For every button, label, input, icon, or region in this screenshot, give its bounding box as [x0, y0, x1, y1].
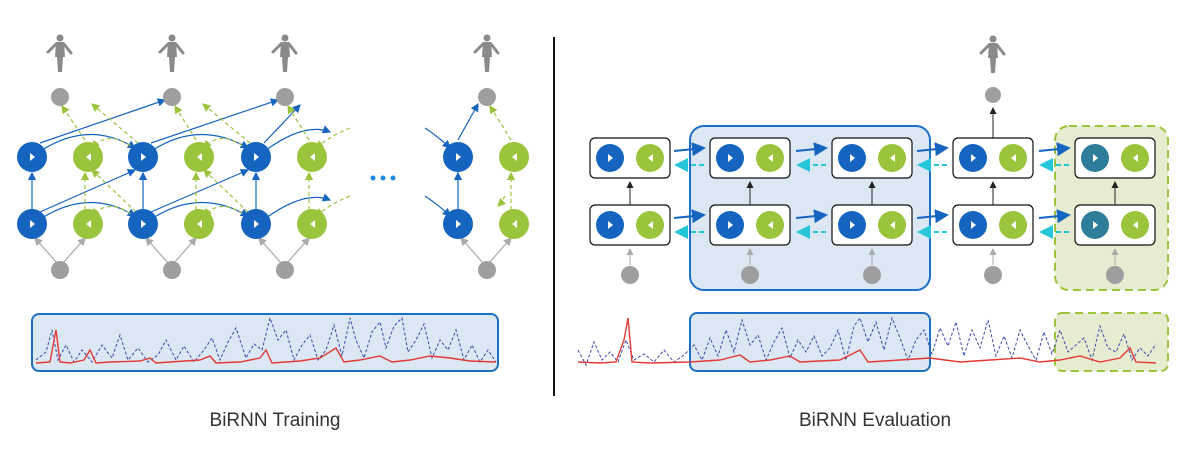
training-signal-red — [35, 329, 497, 364]
play-right-icon — [608, 154, 1098, 229]
caption-birnn-training: BiRNN Training — [209, 410, 341, 431]
human-figure-icon — [46, 33, 73, 74]
three-dots-icon — [370, 175, 396, 181]
training-signal-blue — [35, 316, 497, 364]
backward-nodes — [636, 144, 1149, 239]
input-nodes — [51, 261, 496, 279]
evaluation-signal-blue — [577, 316, 1157, 367]
input-nodes — [621, 266, 1124, 284]
human-figure-icon — [158, 33, 185, 74]
backward-nodes — [73, 142, 529, 239]
caption-birnn-evaluation: BiRNN Evaluation — [798, 410, 952, 431]
output-node — [985, 87, 1001, 103]
evaluation-diagram — [577, 34, 1169, 372]
human-figure-icon — [271, 33, 298, 74]
play-left-icon — [86, 153, 517, 228]
play-left-icon — [648, 154, 1138, 229]
human-figure-icon — [473, 33, 500, 74]
training-diagram — [17, 33, 529, 372]
forward-nodes — [596, 144, 1109, 239]
play-right-icon — [30, 153, 461, 228]
human-figure-icon — [979, 34, 1006, 75]
training-edges — [27, 98, 516, 264]
evaluation-signal-red — [577, 317, 1157, 364]
evaluation-signal-window-blue — [689, 312, 931, 372]
output-nodes — [51, 88, 496, 106]
forward-nodes — [17, 142, 473, 239]
